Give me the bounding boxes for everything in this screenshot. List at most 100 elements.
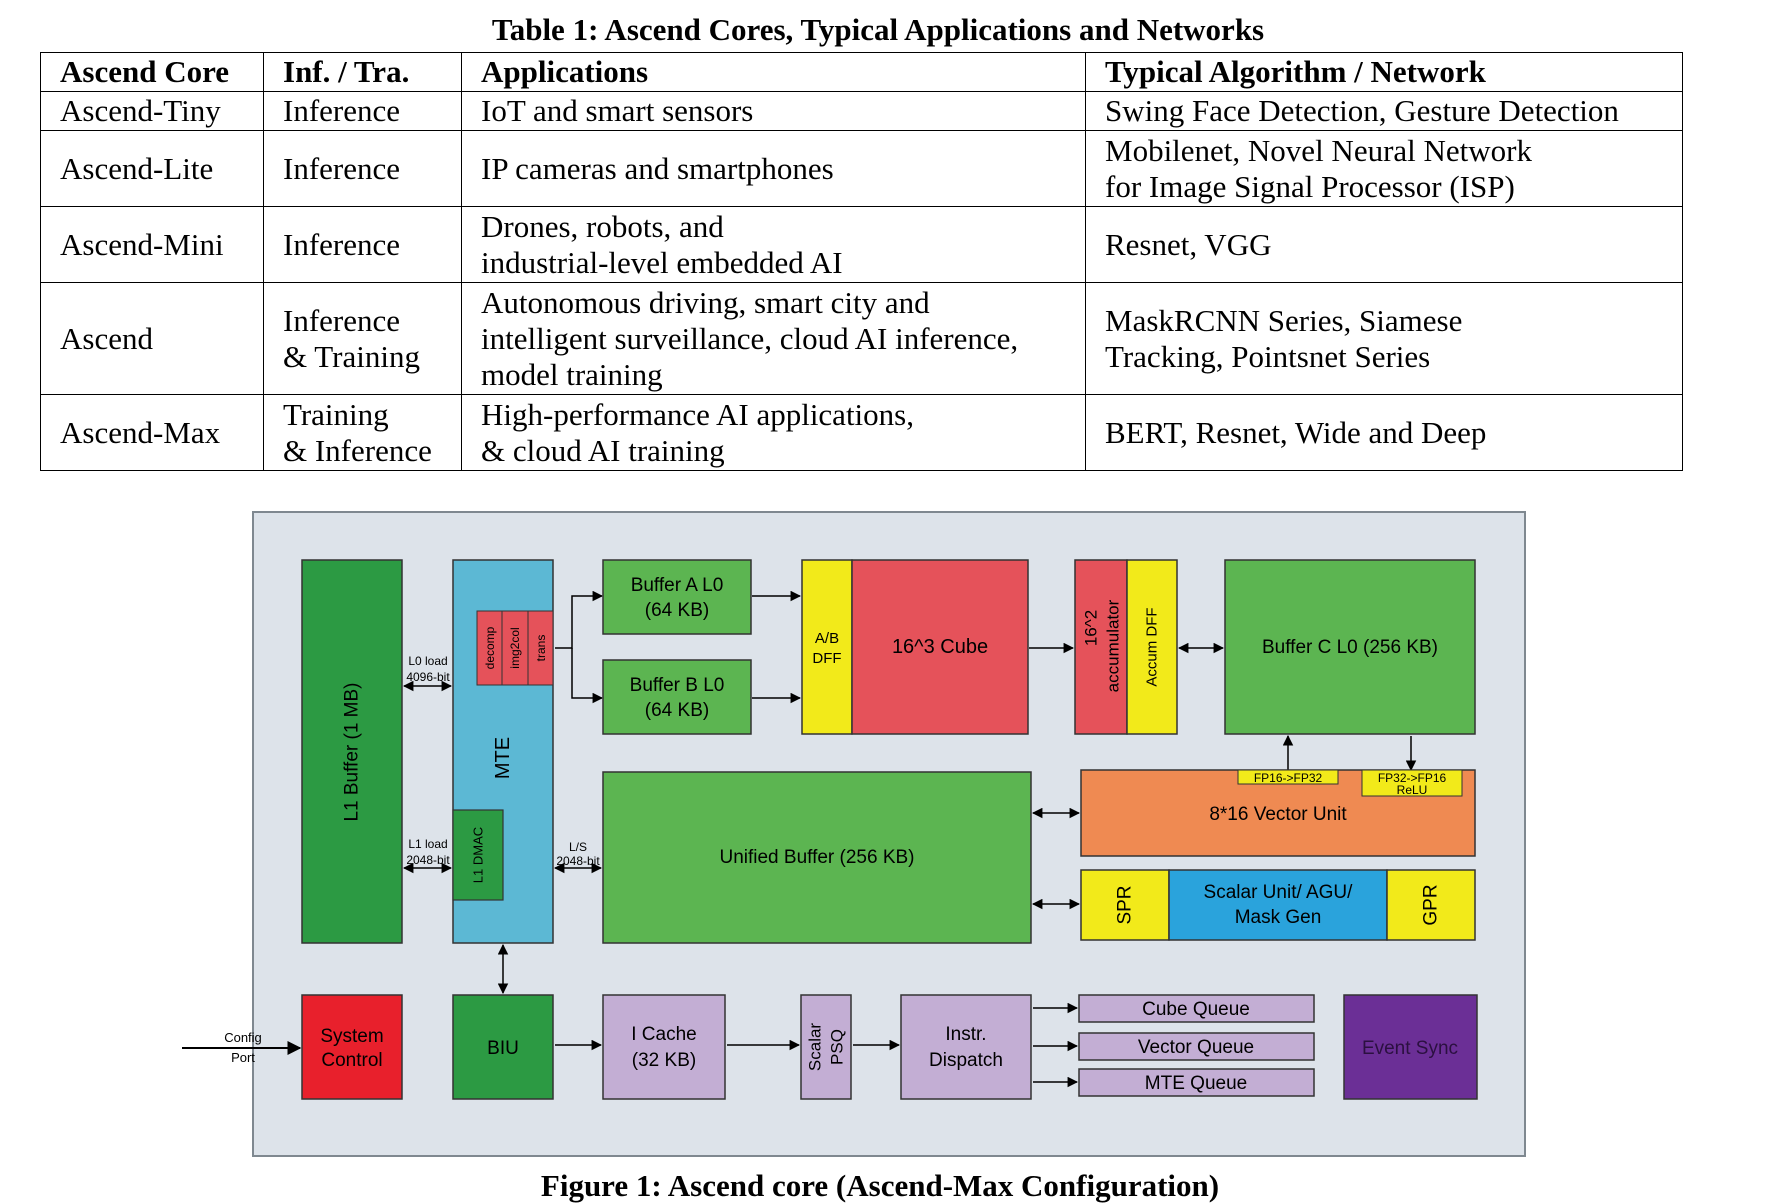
scalar-psq-label-2: PSQ [828, 1029, 847, 1065]
table-row: Ascend-Max Training & Inference High-per… [40, 394, 1683, 471]
header-inf-tra: Inf. / Tra. [263, 52, 462, 92]
system-control-label-2: Control [321, 1050, 382, 1071]
accum-dff-label: Accum DFF [1144, 607, 1161, 686]
cell-core: Ascend [40, 282, 264, 395]
mte-to-buffer-a-arrow [555, 590, 604, 649]
cell-mode: Training & Inference [263, 394, 462, 471]
ab-dff-label-2: DFF [812, 650, 841, 667]
cell-core: Ascend-Max [40, 394, 264, 471]
vector-unit-block: FP16->FP32 FP32->FP16 ReLU 8*16 Vector U… [1080, 769, 1476, 857]
accumulator-size-label: 16^2 [1082, 610, 1101, 646]
cell-mode: Inference [263, 130, 462, 207]
buffer-a-label: Buffer A L0 [631, 575, 724, 596]
cell-applications: IP cameras and smartphones [461, 130, 1086, 207]
event-sync-label: Event Sync [1362, 1038, 1458, 1059]
buffer-a-block: Buffer A L0 (64 KB) [602, 559, 752, 635]
biu-label: BIU [487, 1038, 519, 1059]
mte-queue-label: MTE Queue [1145, 1073, 1247, 1094]
cell-applications: Autonomous driving, smart city and intel… [461, 282, 1086, 395]
ls-width: 2048-bit [556, 854, 600, 868]
l0-load-label: L0 load [408, 654, 447, 668]
table-caption: Table 1: Ascend Cores, Typical Applicati… [491, 12, 1265, 47]
cell-networks: MaskRCNN Series, Siamese Tracking, Point… [1085, 282, 1683, 395]
cell-mode: Inference [263, 206, 462, 283]
header-typical-network: Typical Algorithm / Network [1085, 52, 1683, 92]
mte-to-buffer-b-arrow [571, 648, 604, 704]
vector-queue-block: Vector Queue [1078, 1032, 1315, 1061]
img2col-label: img2col [508, 627, 522, 668]
table-row: Ascend-Mini Inference Drones, robots, an… [40, 206, 1683, 283]
l1-buffer-block: L1 Buffer (1 MB) [301, 559, 403, 944]
ascend-core-diagram: L1 Buffer (1 MB) decomp img2col trans MT… [182, 511, 1526, 1157]
table-row: Ascend Inference & Training Autonomous d… [40, 282, 1683, 395]
accumulator-label: accumulator [1104, 599, 1123, 692]
cell-applications: High-performance AI applications, & clou… [461, 394, 1086, 471]
cell-networks: Mobilenet, Novel Neural Network for Imag… [1085, 130, 1683, 207]
buffer-c-block: Buffer C L0 (256 KB) [1224, 559, 1476, 735]
event-sync-block: Event Sync [1343, 994, 1478, 1100]
mte-label: MTE [492, 737, 514, 779]
buffer-b-size: (64 KB) [645, 700, 709, 721]
config-port-label-2: Port [231, 1050, 255, 1065]
header-ascend-core: Ascend Core [40, 52, 264, 92]
cell-mode: Inference & Training [263, 282, 462, 395]
gpr-block: GPR [1386, 869, 1476, 941]
cell-core: Ascend-Lite [40, 130, 264, 207]
config-port-label: Config [224, 1030, 262, 1045]
unified-buffer-label: Unified Buffer (256 KB) [719, 847, 914, 868]
decomp-label: decomp [483, 626, 497, 669]
biu-block: BIU [452, 994, 554, 1100]
trans-label: trans [534, 635, 548, 662]
instr-dispatch-label-2: Dispatch [929, 1050, 1003, 1071]
l1-buffer-label: L1 Buffer (1 MB) [342, 682, 363, 821]
instr-dispatch-label: Instr. [945, 1024, 986, 1045]
buffer-a-size: (64 KB) [645, 600, 709, 621]
scalar-psq-label: Scalar [806, 1023, 825, 1072]
mte-queue-block: MTE Queue [1078, 1068, 1315, 1097]
fp32-fp16-label: FP32->FP16 [1378, 771, 1447, 785]
icache-label: I Cache [631, 1024, 696, 1045]
accum-dff-block: Accum DFF [1126, 559, 1178, 735]
system-control-block: System Control [301, 994, 403, 1100]
cell-networks: BERT, Resnet, Wide and Deep [1085, 394, 1683, 471]
scalar-unit-label: Scalar Unit/ AGU/ [1204, 882, 1354, 903]
cube-label: 16^3 Cube [892, 636, 988, 658]
table-row: Ascend-Tiny Inference IoT and smart sens… [40, 91, 1683, 131]
ls-label: L/S [569, 840, 587, 854]
relu-label: ReLU [1397, 783, 1428, 797]
cube-queue-block: Cube Queue [1078, 994, 1315, 1023]
l1-dmac-block [452, 809, 504, 901]
cell-core: Ascend-Mini [40, 206, 264, 283]
cell-networks: Swing Face Detection, Gesture Detection [1085, 91, 1683, 131]
cell-networks: Resnet, VGG [1085, 206, 1683, 283]
l1-load-width: 2048-bit [406, 853, 450, 867]
fp32-fp16-relu-converter [1361, 769, 1463, 797]
scalar-unit-block: Scalar Unit/ AGU/ Mask Gen [1168, 869, 1388, 941]
cell-mode: Inference [263, 91, 462, 131]
cell-applications: IoT and smart sensors [461, 91, 1086, 131]
fp16-fp32-converter [1237, 769, 1339, 785]
l1-load-label: L1 load [408, 837, 447, 851]
ascend-cores-table: Ascend Core Inf. / Tra. Applications Typ… [40, 52, 1683, 471]
cube-queue-label: Cube Queue [1142, 999, 1250, 1020]
mte-block: decomp img2col trans MTE L1 DMAC [452, 559, 554, 944]
header-applications: Applications [461, 52, 1086, 92]
instr-dispatch-block: Instr. Dispatch [900, 994, 1032, 1100]
mask-gen-label: Mask Gen [1235, 907, 1322, 928]
icache-size: (32 KB) [632, 1050, 696, 1071]
ab-dff-block: A/B DFF [801, 559, 853, 735]
vector-queue-label: Vector Queue [1138, 1037, 1254, 1058]
l1-dmac-label: L1 DMAC [471, 827, 486, 883]
table-row: Ascend-Lite Inference IP cameras and sma… [40, 130, 1683, 207]
buffer-c-label: Buffer C L0 (256 KB) [1262, 637, 1438, 658]
vector-unit-label: 8*16 Vector Unit [1209, 804, 1347, 825]
cell-core: Ascend-Tiny [40, 91, 264, 131]
fp16-fp32-label: FP16->FP32 [1254, 771, 1323, 785]
system-control-label: System [320, 1026, 383, 1047]
scalar-psq-block: Scalar PSQ [800, 994, 852, 1100]
unified-buffer-block: Unified Buffer (256 KB) [602, 771, 1032, 944]
spr-label: SPR [1115, 885, 1136, 924]
cell-applications: Drones, robots, and industrial-level emb… [461, 206, 1086, 283]
icache-block: I Cache (32 KB) [602, 994, 726, 1100]
buffer-b-block: Buffer B L0 (64 KB) [602, 659, 752, 735]
